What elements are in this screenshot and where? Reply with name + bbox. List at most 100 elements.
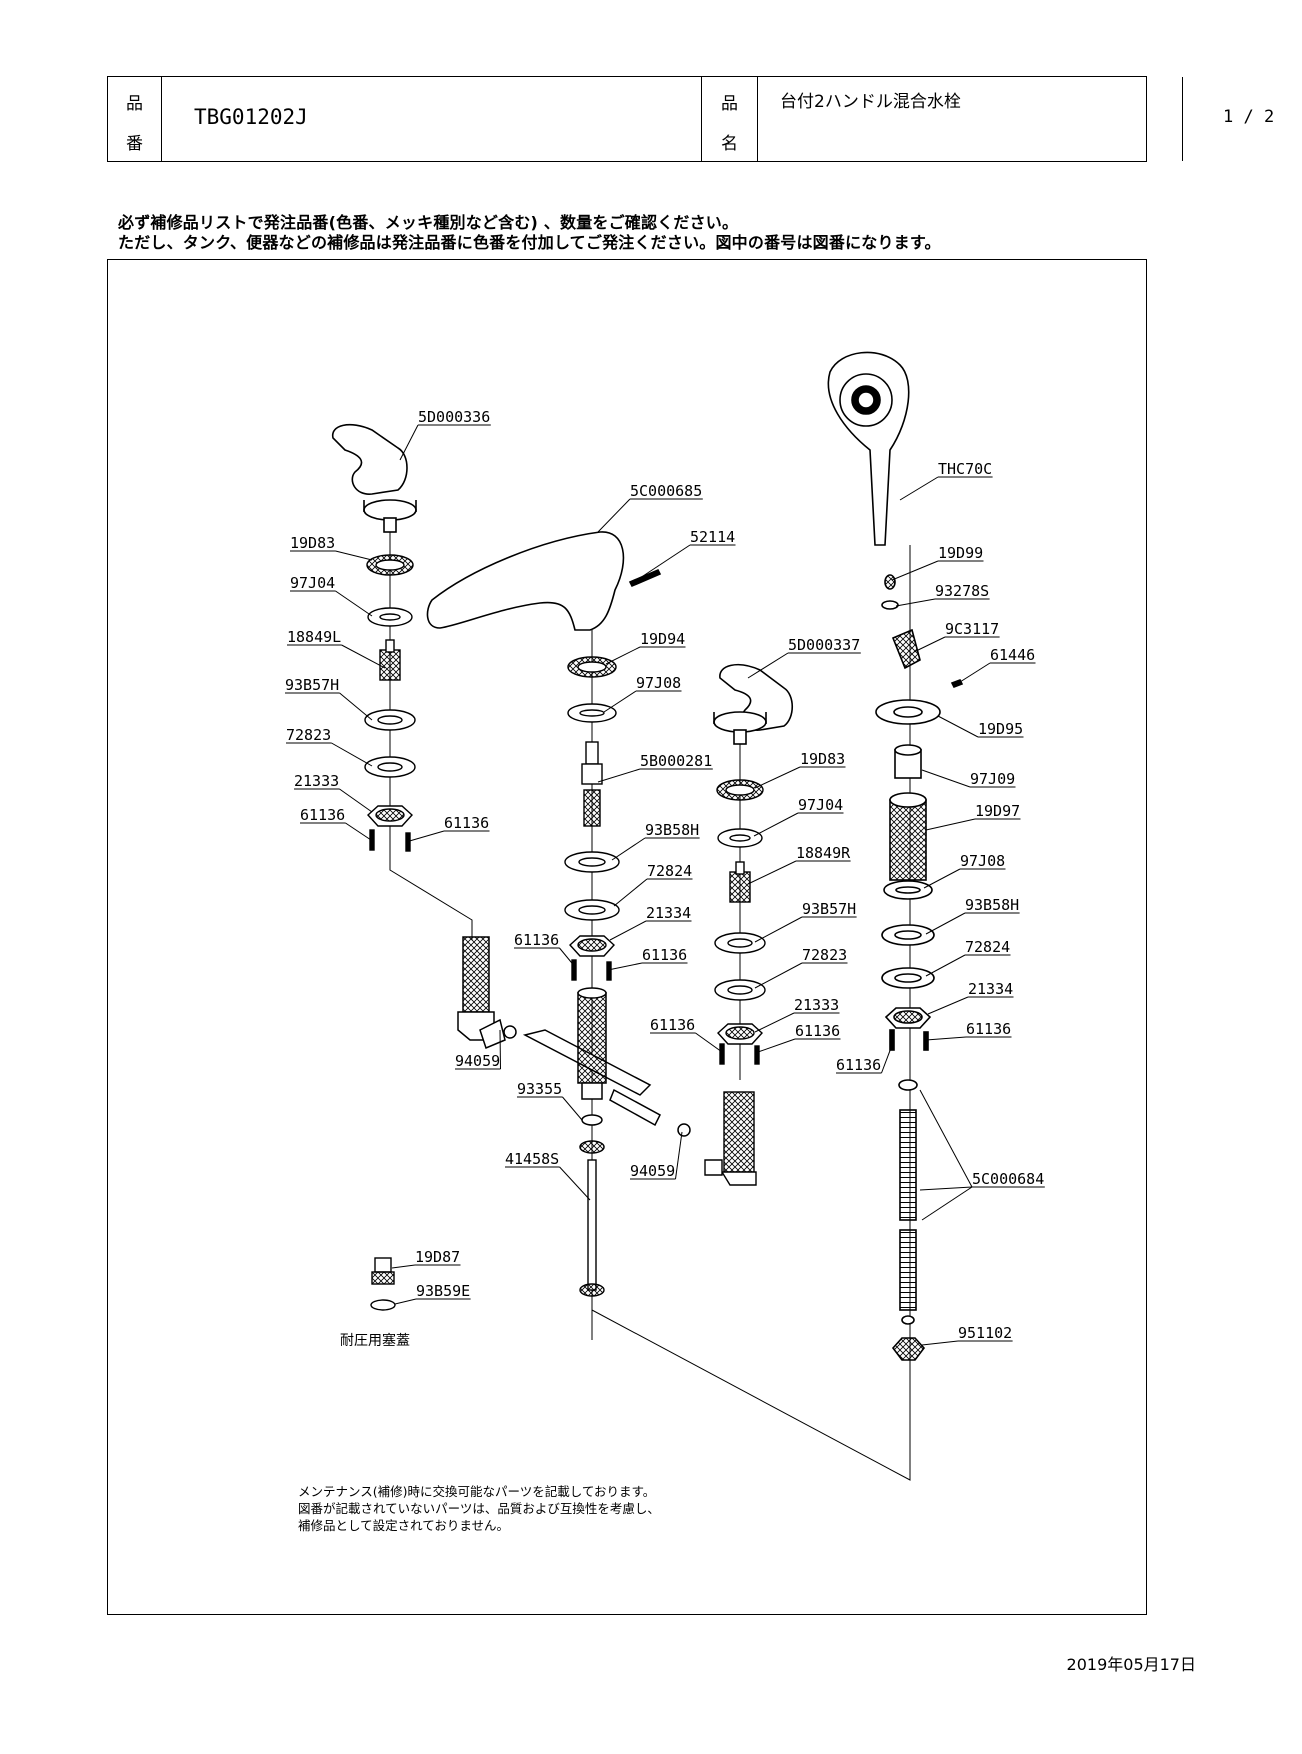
part-number-label: 72824 [647,862,692,880]
leader-line [603,690,637,713]
notice-line-1: 必ず補修品リストで発注品番(色番、メッキ種別など含む) 、数量をご確認ください。 [118,213,739,232]
leader-line [899,476,939,501]
leader-line [675,1131,683,1180]
leader-line [757,1038,796,1053]
leader-line [747,652,789,679]
leader-line [695,1032,723,1053]
leader-line [754,1012,795,1033]
mixer-body-drawing [457,936,691,1154]
part-number-label: 61136 [836,1056,881,1074]
leader-line [754,766,801,789]
leader-line [607,962,643,971]
issue-date: 2019年05月17日 [1066,1655,1196,1674]
product-name-label-1: 品 [721,94,738,114]
leader-line [597,498,631,533]
leader-line [609,920,647,941]
part-number-label: 19D87 [415,1248,460,1266]
right-valve-parts [704,779,766,1186]
leader-line [335,550,373,561]
hand-shower-drawing [827,351,964,1361]
part-number-label: 93355 [517,1080,562,1098]
leader-line [925,912,966,935]
maintenance-note: メンテナンス(補修)時に交換可能なパーツを記載しております。 図番が記載されてい… [298,1483,660,1534]
part-number-label: 97J08 [636,674,681,692]
part-number-label: 21333 [294,772,339,790]
leader-line [881,1039,895,1074]
product-no-label-2: 番 [126,134,143,154]
leader-line [559,1166,591,1201]
leader-line [339,788,373,813]
product-no-label-cell: 品 番 [108,77,162,161]
leader-line [747,860,797,885]
leader-line [919,1186,973,1191]
leader-line [754,962,803,989]
leader-line [562,1096,583,1121]
part-number-label: 97J04 [798,796,843,814]
center-valve-parts [564,656,620,981]
leader-line [394,1298,417,1305]
part-number-label: 21334 [968,980,1013,998]
leader-line [341,644,386,669]
leader-line [927,996,969,1015]
part-number-label: 93B59E [416,1282,470,1300]
leader-line [613,878,648,907]
part-number-label: 19D95 [978,720,1023,738]
part-number-label: 61136 [795,1022,840,1040]
part-number-label: 72823 [802,946,847,964]
part-number-label: 72823 [286,726,331,744]
part-number-label: 61136 [650,1016,695,1034]
leader-line [345,822,375,843]
leader-line [753,812,799,837]
leader-line [335,590,373,617]
notice-line-2: ただし、タンク、便器などの補修品は発注品番に色番を付加してご発注ください。図中の… [118,233,941,252]
part-number-label: 5D000336 [418,408,490,426]
leader-line [925,1036,967,1041]
leader-line [499,1029,501,1070]
supply-hose-41458s [579,1159,605,1297]
leader-line [925,954,966,977]
leader-line [391,1264,416,1269]
part-number-label: 19D83 [290,534,335,552]
left-valve-parts [364,554,416,852]
note-line-2: 図番が記載されていないパーツは、品質および互換性を考慮し、 [298,1501,660,1516]
leader-line [611,837,646,861]
leader-line [891,560,939,581]
part-number-label: 61136 [966,1020,1011,1038]
diagram-frame [107,259,1147,1615]
part-number-label: 951102 [958,1324,1012,1342]
plug-caption: 耐圧用塞蓋 [340,1333,410,1349]
leader-line [399,424,419,461]
note-line-3: 補修品として設定されておりません。 [298,1518,510,1533]
leader-line [339,692,373,721]
part-number-label: 21333 [794,996,839,1014]
leader-line [559,947,577,969]
product-name-cell: 台付2ハンドル混合水栓 [758,77,1183,161]
part-number-label: 94059 [455,1052,500,1070]
part-number-label: 19D94 [640,630,685,648]
part-number-label: 61446 [990,646,1035,664]
part-number-label: 5D000337 [788,636,860,654]
part-number-label: 93B57H [285,676,339,694]
leader-line [923,868,961,889]
product-name-label-2: 名 [721,134,738,154]
part-number-label: 19D83 [800,750,845,768]
page-number: 1 / 2 [1223,107,1275,127]
part-number-label: 5B000281 [640,752,712,770]
leader-line [937,715,979,738]
header-table: 品 番 TBG01202J 品 名 台付2ハンドル混合水栓 1 / 2 [107,76,1274,162]
part-number-label: 52114 [690,528,735,546]
leader-line [913,636,946,653]
leader-line [405,830,445,843]
part-number-label: 61136 [642,946,687,964]
leader-line [921,769,971,788]
leader-line [605,646,641,665]
left-handle-drawing [332,423,417,533]
leader-line [895,598,936,607]
part-number-label: 97J09 [970,770,1015,788]
part-number-label: 5C000685 [630,482,702,500]
part-number-label: 19D97 [975,802,1020,820]
product-name-label-cell: 品 名 [702,77,758,161]
leader-line [919,1089,973,1188]
note-line-1: メンテナンス(補修)時に交換可能なパーツを記載しております。 [298,1484,656,1499]
product-no: TBG01202J [194,105,308,129]
